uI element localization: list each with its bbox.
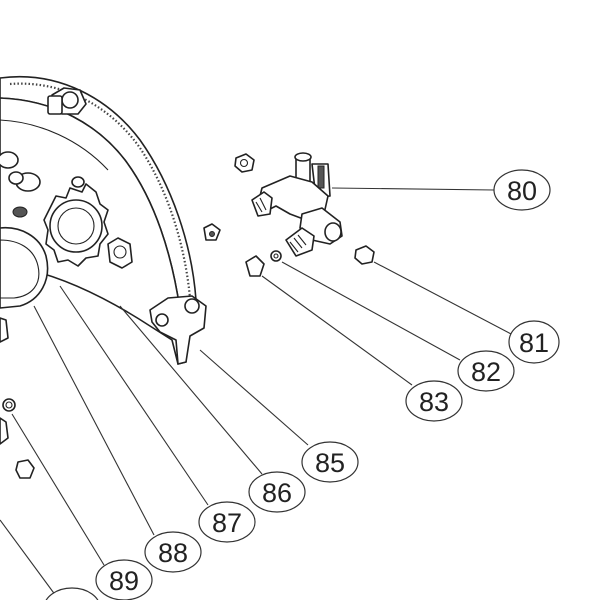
leader-83	[261, 275, 413, 386]
fastener-89	[0, 398, 16, 445]
leader-87	[59, 285, 209, 506]
valve-assembly	[234, 152, 343, 257]
callout-86: 86	[248, 471, 306, 513]
leader-81	[373, 261, 514, 336]
washer-82	[270, 250, 282, 262]
callout-89-label: 89	[109, 566, 139, 596]
callout-82-label: 82	[471, 357, 501, 387]
callout-partial	[45, 587, 99, 600]
plug-small	[15, 459, 35, 479]
leader-86	[119, 305, 263, 475]
leader-lines	[0, 187, 514, 597]
callout-81: 81	[508, 320, 560, 364]
callout-89: 89	[95, 559, 153, 600]
fitting-83	[245, 255, 265, 277]
callout-80-label: 80	[507, 176, 537, 206]
callout-81-label: 81	[519, 328, 549, 358]
callout-87: 87	[198, 501, 256, 543]
callout-86-label: 86	[262, 478, 292, 508]
leader-89	[11, 413, 105, 566]
callout-87-label: 87	[212, 508, 242, 538]
callouts: 80 81 82 83 85 86 87 88	[45, 169, 560, 600]
callout-83: 83	[405, 380, 463, 422]
clip-small	[203, 223, 221, 241]
leader-88	[33, 305, 155, 536]
leader-82	[281, 261, 461, 361]
callout-88-label: 88	[158, 538, 188, 568]
callout-83-label: 83	[419, 387, 449, 417]
callout-82: 82	[457, 350, 515, 392]
housing-cover	[0, 76, 207, 365]
callout-80: 80	[493, 169, 551, 211]
screw-81	[354, 245, 375, 265]
callout-85: 85	[301, 441, 359, 483]
callout-85-label: 85	[315, 448, 345, 478]
leader-85	[199, 349, 309, 446]
leader-80	[331, 187, 495, 191]
callout-88: 88	[144, 531, 202, 573]
leader-90	[0, 519, 57, 597]
